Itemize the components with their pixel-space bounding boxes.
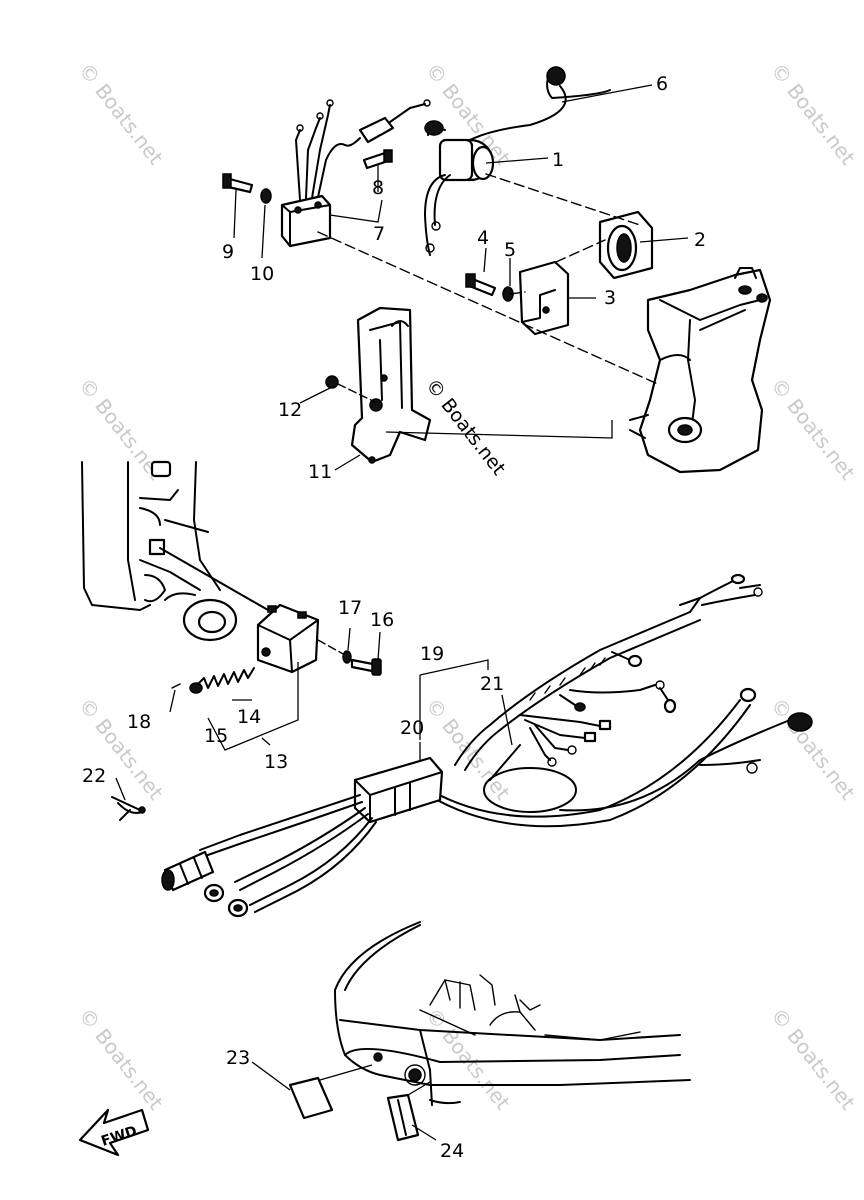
callout-24: 24 — [440, 1140, 464, 1162]
bolt-9 — [222, 173, 254, 194]
leader-lines — [115, 84, 689, 1141]
watermark: © Boats.net — [766, 373, 860, 484]
harness-plug — [161, 850, 215, 892]
callout-10: 10 — [250, 263, 274, 285]
callout-9: 9 — [222, 241, 234, 263]
callout-2: 2 — [694, 229, 706, 251]
bottom-cowling — [334, 921, 691, 1106]
callout-1: 1 — [552, 149, 564, 171]
bolt-16 — [350, 658, 382, 676]
watermark: © Boats.net — [766, 693, 860, 804]
callout-5: 5 — [504, 239, 516, 261]
callout-21: 21 — [480, 673, 504, 695]
bolt-8 — [362, 149, 393, 170]
callout-13: 13 — [264, 751, 288, 773]
grommet-24 — [386, 1093, 420, 1142]
grommet-15 — [189, 682, 203, 694]
wire-harness — [161, 573, 813, 918]
callout-6: 6 — [656, 73, 668, 95]
watermark: © Boats.net — [74, 1003, 168, 1114]
bolt-4 — [465, 273, 497, 297]
connector-20 — [353, 756, 444, 824]
washer-10 — [260, 188, 272, 204]
callout-4: 4 — [477, 227, 489, 249]
bracket-3 — [518, 260, 570, 336]
callout-18: 18 — [127, 711, 151, 733]
callout-16: 16 — [370, 609, 394, 631]
plug-cap-6 — [546, 66, 566, 86]
callout-11: 11 — [308, 461, 332, 483]
watermark: © Boats.net — [766, 1003, 860, 1114]
switch-box-13 — [256, 603, 320, 674]
rectifier-7 — [280, 99, 431, 248]
spring-14 — [197, 667, 255, 689]
callout-22: 22 — [82, 765, 106, 787]
watermark: © Boats.net — [766, 58, 860, 169]
callout-7: 7 — [373, 223, 385, 245]
callout-12: 12 — [278, 399, 302, 421]
mounting-bracket — [629, 267, 772, 474]
pin-18 — [171, 683, 181, 689]
ignition-coil-1 — [424, 120, 495, 256]
watermark: © Boats.net — [74, 58, 168, 169]
clip-22 — [111, 796, 146, 821]
callout-8: 8 — [372, 177, 384, 199]
screw-12 — [325, 375, 339, 389]
watermark: © Boats.net — [421, 1003, 515, 1114]
ignition-coil-group — [222, 66, 772, 474]
engine-block — [81, 460, 269, 642]
callout-15: 15 — [204, 725, 228, 747]
watermark: © Boats.net — [421, 375, 510, 480]
callout-23: 23 — [226, 1047, 250, 1069]
callout-3: 3 — [604, 287, 616, 309]
callout-20: 20 — [400, 717, 424, 739]
callout-17: 17 — [338, 597, 362, 619]
fwd-arrow-icon: FWD — [78, 1108, 150, 1157]
watermark: © Boats.net — [74, 693, 168, 804]
clamp-sleeve-2 — [598, 210, 654, 280]
bracket-plate-11 — [350, 306, 432, 464]
washer-17 — [342, 650, 352, 664]
callout-labels: 1 2 3 4 5 6 7 8 9 10 11 12 13 14 15 16 1… — [82, 73, 706, 1162]
callout-19: 19 — [420, 643, 444, 665]
callout-14: 14 — [237, 706, 261, 728]
panel-23 — [288, 1076, 334, 1120]
